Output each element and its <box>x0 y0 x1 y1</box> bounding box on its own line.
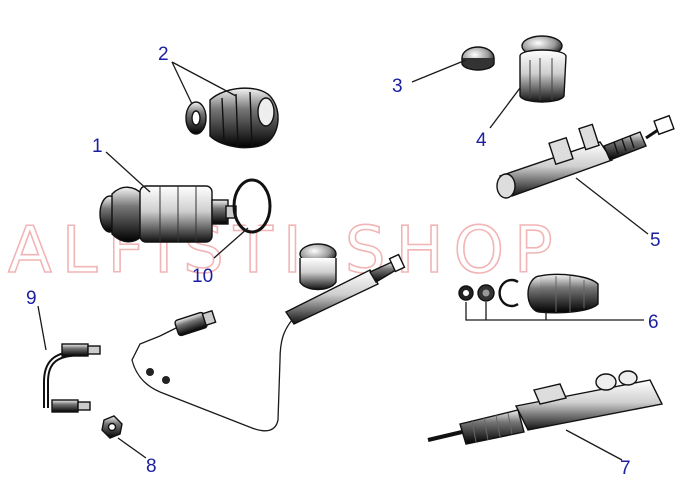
callout-9: 9 <box>26 288 37 309</box>
part-9-pipe <box>43 343 101 413</box>
installed-assembly <box>131 243 406 432</box>
part-1-slave-cylinder <box>99 185 237 243</box>
callout-7: 7 <box>620 458 631 479</box>
part-10-circlip <box>232 178 272 234</box>
part-7-cylinder-assembly <box>427 370 664 445</box>
callouts: 2 1 10 3 4 5 6 7 8 9 <box>26 44 661 479</box>
part-8-nut <box>101 415 123 439</box>
callout-1: 1 <box>92 136 103 157</box>
part-4-reservoir <box>519 35 567 103</box>
part-2-dust-boots <box>185 87 279 149</box>
callout-2: 2 <box>158 44 169 65</box>
callout-6: 6 <box>648 312 659 333</box>
callout-5: 5 <box>650 230 661 251</box>
callout-3: 3 <box>392 76 403 97</box>
callout-4: 4 <box>476 130 487 151</box>
callout-10: 10 <box>192 266 213 287</box>
part-5-master-cylinder <box>496 114 675 199</box>
part-3-reservoir-cap <box>461 46 495 71</box>
watermark-text: ALFISTI-SHOP <box>8 214 563 288</box>
callout-8: 8 <box>146 456 157 477</box>
part-6-seal-kit <box>458 273 599 314</box>
leader-lines <box>37 59 649 461</box>
